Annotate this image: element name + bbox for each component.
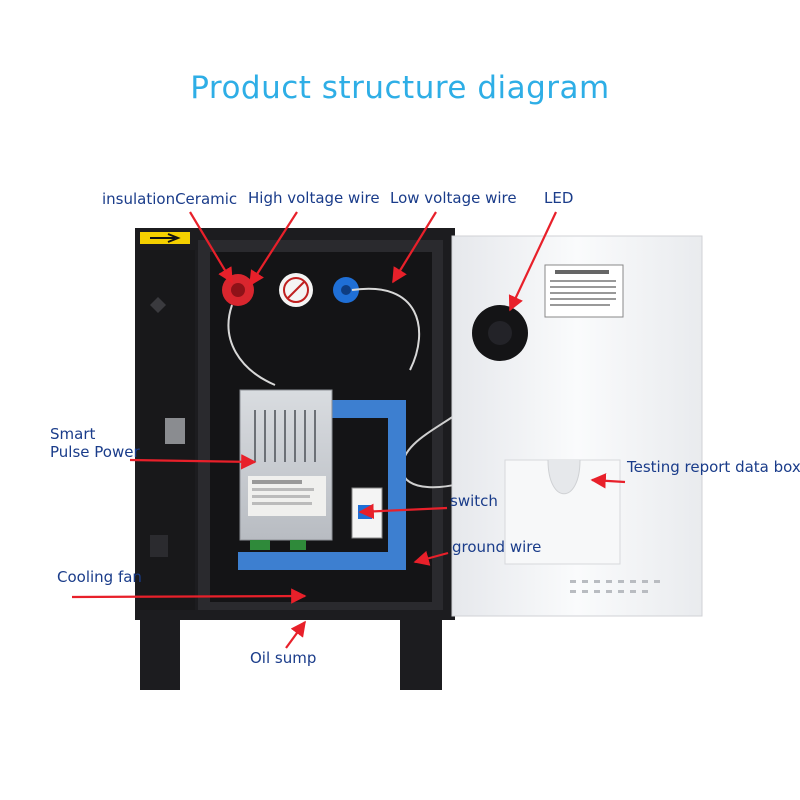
cabinet-leg-right [400, 615, 442, 690]
label-high-voltage-wire: High voltage wire [248, 189, 380, 207]
low-voltage-terminal [333, 277, 359, 303]
warning-badge [279, 273, 313, 307]
label-cooling-fan: Cooling fan [57, 568, 142, 586]
label-testing-report-data-box: Testing report data box [627, 458, 800, 476]
switch-breaker [351, 487, 383, 539]
arrow-insulation-ceramic [189, 211, 233, 284]
label-low-voltage-wire: Low voltage wire [390, 189, 517, 207]
high-voltage-wire-line [227, 304, 276, 386]
insulation-ceramic-part [222, 274, 254, 306]
low-voltage-wire-line [351, 287, 421, 371]
diagram-title: Product structure diagram [190, 70, 610, 106]
label-insulation-ceramic: insulationCeramic [102, 190, 238, 208]
pulse-power-unit [239, 389, 333, 550]
label-switch: switch [450, 492, 498, 510]
cabinet-door [451, 235, 703, 617]
label-ground-wire: ground wire [452, 538, 542, 556]
arrow-low-voltage-wire [392, 211, 437, 284]
cabinet-leg-left [140, 615, 180, 690]
arrow-high-voltage-wire [249, 211, 298, 287]
arrow-smart-pulse-power [129, 454, 257, 470]
blue-bracket [238, 400, 406, 570]
arrow-led [508, 211, 557, 312]
label-oil-sump: Oil sump [250, 649, 317, 667]
label-led: LED [544, 189, 574, 207]
arrow-testing-report-box [590, 473, 626, 489]
arrow-oil-sump [285, 620, 306, 649]
arrow-cooling-fan [71, 588, 307, 604]
label-smart-pulse-power: Smart Pulse Power [50, 425, 140, 461]
arrow-switch [358, 503, 448, 520]
arrow-ground-wire [413, 550, 449, 566]
